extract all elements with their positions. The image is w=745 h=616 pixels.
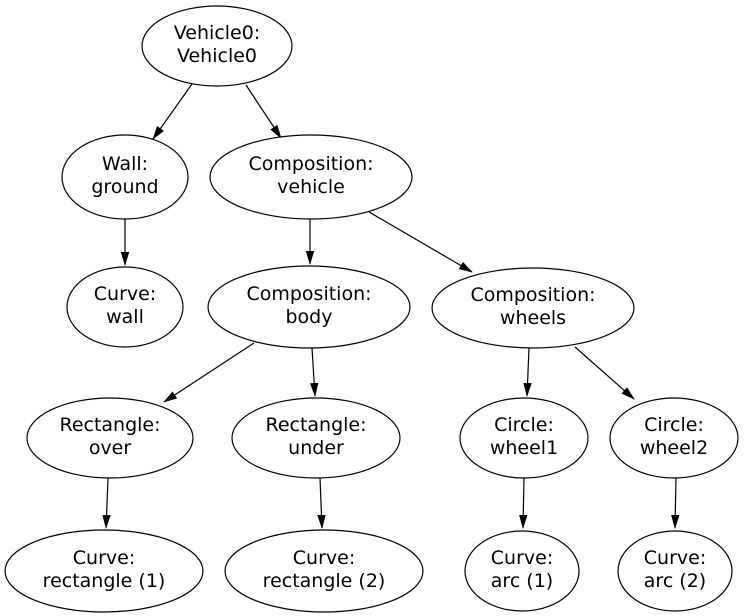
node-ellipse: [609, 397, 739, 479]
node-ellipse: [66, 266, 184, 348]
node-label-line2: wheels: [500, 307, 566, 329]
node-curve-arc1: Curve: arc (1): [464, 530, 580, 612]
node-circle-wheel2: Circle: wheel2: [609, 397, 739, 479]
node-label-line1: Curve:: [94, 283, 156, 305]
edge-composition-vehicle-composition-wheels: [368, 211, 473, 273]
node-label-line2: wheel1: [490, 437, 558, 459]
node-ellipse: [231, 397, 401, 479]
node-label-line1: Wall:: [102, 153, 148, 175]
node-label-line1: Curve:: [644, 547, 706, 569]
node-label-line2: vehicle: [277, 176, 345, 198]
node-label-line2: over: [89, 437, 132, 459]
node-label-line1: Composition:: [248, 153, 373, 175]
node-label-line1: Rectangle:: [265, 414, 366, 436]
node-vehicle0: Vehicle0: Vehicle0: [141, 5, 293, 87]
node-circle-wheel1: Circle: wheel1: [459, 397, 589, 479]
node-label-line2: Vehicle0: [177, 45, 257, 67]
node-ellipse: [459, 397, 589, 479]
node-label-line2: wheel2: [640, 437, 708, 459]
edge-composition-body-rectangle-under: [309, 347, 319, 397]
node-label-line1: Curve:: [491, 547, 553, 569]
node-curve-arc2: Curve: arc (2): [617, 530, 733, 612]
node-composition-body: Composition: body: [207, 265, 411, 349]
node-ellipse: [61, 134, 189, 220]
node-label-line1: Curve:: [293, 547, 355, 569]
node-label-line1: Rectangle:: [59, 414, 160, 436]
node-ellipse: [464, 530, 580, 612]
edge-vehicle0-composition-vehicle: [245, 84, 282, 139]
node-ellipse: [26, 397, 194, 479]
node-curve-rectangle2: Curve: rectangle (2): [224, 529, 424, 613]
node-curve-rectangle1: Curve: rectangle (1): [4, 529, 204, 613]
node-label-line1: Circle:: [494, 414, 554, 436]
edge-circle-wheel2-curve-arc2: [671, 477, 680, 529]
edge-vehicle0-wall-ground: [152, 83, 193, 140]
edge-composition-body-rectangle-over: [163, 342, 255, 403]
node-label-line2: under: [288, 437, 344, 459]
node-label-line1: Circle:: [644, 414, 704, 436]
node-ellipse: [4, 529, 204, 613]
edge-composition-wheels-circle-wheel1: [523, 347, 532, 397]
node-label-line2: wall: [106, 306, 144, 328]
edge-composition-wheels-circle-wheel2: [574, 346, 635, 400]
node-label-line2: rectangle (2): [263, 570, 386, 592]
node-ellipse: [207, 265, 411, 349]
node-ellipse: [209, 134, 413, 220]
node-wall-ground: Wall: ground: [61, 134, 189, 220]
node-ellipse: [617, 530, 733, 612]
node-label-line2: rectangle (1): [43, 570, 166, 592]
edge-circle-wheel1-curve-arc1: [519, 477, 528, 529]
edge-rectangle-over-curve-rectangle1: [102, 477, 111, 529]
node-label-line2: arc (1): [491, 570, 553, 592]
node-composition-vehicle: Composition: vehicle: [209, 134, 413, 220]
edge-rectangle-under-curve-rectangle2: [317, 477, 326, 529]
node-label-line1: Composition:: [470, 284, 595, 306]
node-label-line2: body: [286, 306, 333, 328]
node-label-line1: Vehicle0:: [174, 22, 260, 44]
node-rectangle-over: Rectangle: over: [26, 397, 194, 479]
node-rectangle-under: Rectangle: under: [231, 397, 401, 479]
node-ellipse: [224, 529, 424, 613]
node-label-line2: arc (2): [644, 570, 706, 592]
node-label-line1: Composition:: [246, 283, 371, 305]
node-curve-wall: Curve: wall: [66, 266, 184, 348]
node-ellipse: [141, 5, 293, 87]
node-composition-wheels: Composition: wheels: [431, 267, 635, 349]
node-ellipse: [431, 267, 635, 349]
node-label-line1: Curve:: [73, 547, 135, 569]
node-label-line2: ground: [91, 176, 158, 198]
